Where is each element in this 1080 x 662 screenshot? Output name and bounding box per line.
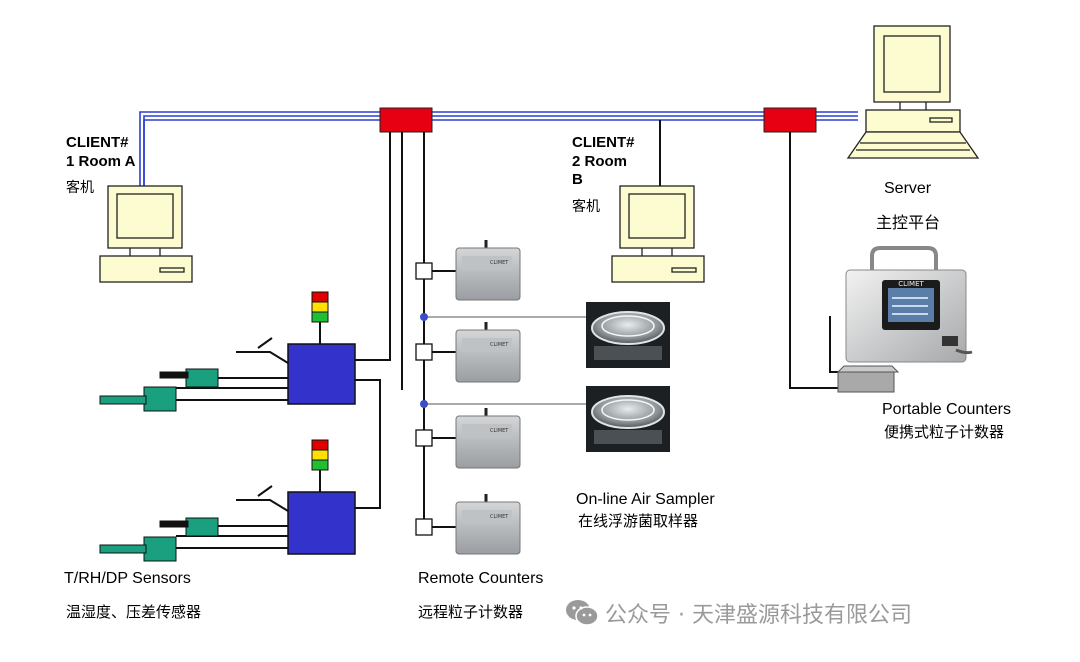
bus-node [420,313,428,321]
controller-2 [287,491,356,555]
junction-boxes [415,262,433,536]
sensors-label: T/RH/DP Sensors [64,570,191,587]
air-sampler-label: On-line Air Sampler [576,491,715,508]
svg-text:CLIMET: CLIMET [490,428,509,434]
controller-1 [287,343,356,405]
portable-printer [836,365,900,393]
remote-cn: 远程粒子计数器 [418,603,524,621]
signal-light-1 [311,291,329,323]
bus-node [420,400,428,408]
signal-light-2 [311,439,329,471]
air-sampler-1 [586,302,670,368]
sensor-group-1 [99,368,219,412]
portable-cn: 便携式粒子计数器 [884,423,1005,441]
client-2-room-b: B [572,171,583,188]
wiring [176,120,838,549]
client-2-cn: 客机 [572,199,600,215]
server-cn: 主控平台 [876,213,941,232]
svg-text:CLIMET: CLIMET [490,514,509,520]
client-2-computer [611,185,705,283]
svg-text:CLIMET: CLIMET [490,342,509,348]
remote-counter-2: CLIMET [455,322,521,383]
sensors-cn: 温湿度、压差传感器 [66,603,202,621]
watermark: 公众号 · 天津盛源科技有限公司 [565,597,912,629]
remote-counter-4: CLIMET [455,494,521,555]
network-hub-left [379,107,433,133]
air-sampler-2 [586,386,670,452]
client-2-title: CLIENT# [572,134,635,151]
remote-counter-3: CLIMET [455,408,521,469]
wechat-icon [566,600,599,626]
client-2-room: 2 Room [572,153,628,170]
remote-counter-1: CLIMET [455,240,521,301]
sensor-group-2 [99,517,219,562]
svg-text:CLIMET: CLIMET [898,280,924,288]
client-1-room: 1 Room A [66,153,136,170]
network-bus [139,111,858,186]
portable-counter: CLIMET [845,246,973,363]
sampler-links [424,316,586,405]
client-1-computer [99,185,193,283]
client-1-title: CLIENT# [66,134,129,151]
server-computer [846,25,980,159]
portable-label: Portable Counters [882,401,1011,418]
network-hub-right [763,107,817,133]
remote-label: Remote Counters [418,570,544,587]
server-label: Server [884,180,932,197]
client-1-cn: 客机 [66,180,94,196]
air-sampler-cn: 在线浮游菌取样器 [578,512,699,530]
svg-text:CLIMET: CLIMET [490,260,509,266]
watermark-text: 公众号 · 天津盛源科技有限公司 [605,603,912,628]
